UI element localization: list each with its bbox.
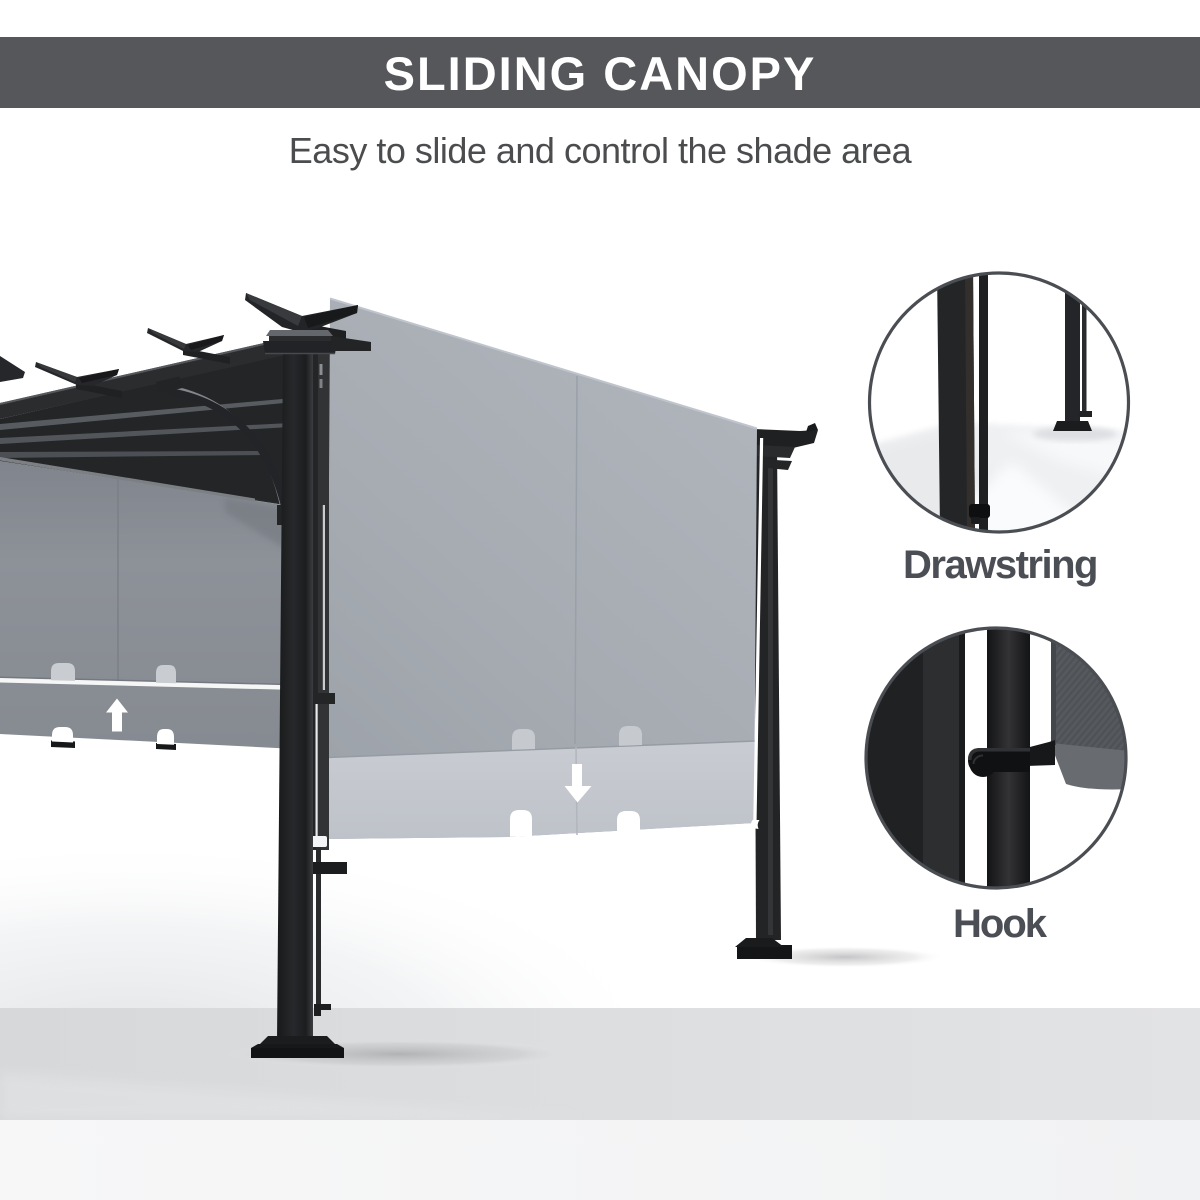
svg-text:Hook: Hook (953, 902, 1048, 946)
svg-text:Drawstring: Drawstring (903, 543, 1097, 587)
svg-text:Easy to slide and control the: Easy to slide and control the shade area (289, 130, 913, 171)
svg-text:SLIDING CANOPY: SLIDING CANOPY (384, 47, 817, 100)
